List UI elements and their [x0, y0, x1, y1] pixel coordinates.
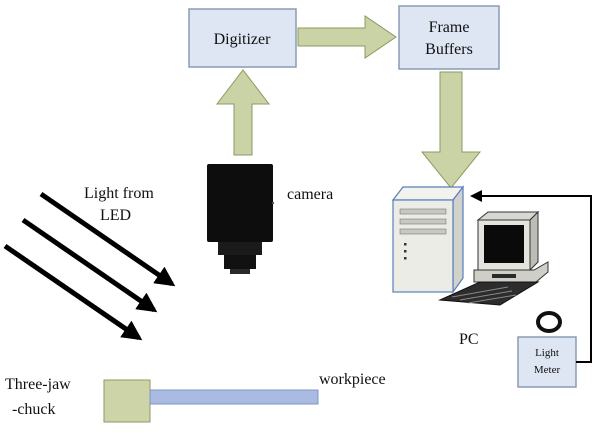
light-meter-node: Light Meter	[517, 311, 577, 388]
digitizer-label: Digitizer	[214, 31, 272, 48]
light-meter-label-line1: Light	[535, 347, 559, 359]
workpiece-label: workpiece	[319, 371, 386, 388]
light-label-line2: LED	[100, 207, 131, 224]
pc-tower-icon	[391, 185, 465, 294]
light-ray-2	[21, 217, 158, 313]
frame-buffers-node: Frame Buffers	[398, 5, 500, 70]
chuck-label-line1: Three-jaw	[5, 376, 71, 393]
frame-buffers-box	[398, 5, 500, 70]
light-meter-sensor-icon	[536, 311, 562, 333]
camera-icon	[207, 164, 275, 274]
three-jaw-chuck-block	[103, 379, 151, 423]
pc-monitor-icon	[473, 210, 549, 283]
light-meter-label-line2: Meter	[534, 364, 561, 376]
light-ray-3	[3, 243, 143, 341]
pc-keyboard-icon	[438, 281, 540, 306]
frame-buffers-label-line1: Frame	[429, 19, 470, 36]
chuck-label-line2: -chuck	[12, 401, 56, 418]
light-meter-box	[517, 336, 577, 388]
arrow-camera-to-digitizer	[215, 69, 271, 156]
light-ray-1	[39, 191, 176, 287]
workpiece-bar	[149, 389, 319, 405]
arrow-frame-buffers-to-pc	[420, 71, 482, 189]
digitizer-node: Digitizer	[188, 8, 297, 68]
digitizer-box	[188, 8, 297, 68]
light-label-line1: Light from	[84, 185, 154, 202]
connector-light-meter-to-pc	[470, 190, 592, 363]
camera-label: camera	[287, 186, 333, 203]
pc-label: PC	[459, 331, 479, 348]
frame-buffers-label-line2: Buffers	[425, 41, 473, 58]
arrow-digitizer-to-frame-buffers	[297, 15, 397, 59]
